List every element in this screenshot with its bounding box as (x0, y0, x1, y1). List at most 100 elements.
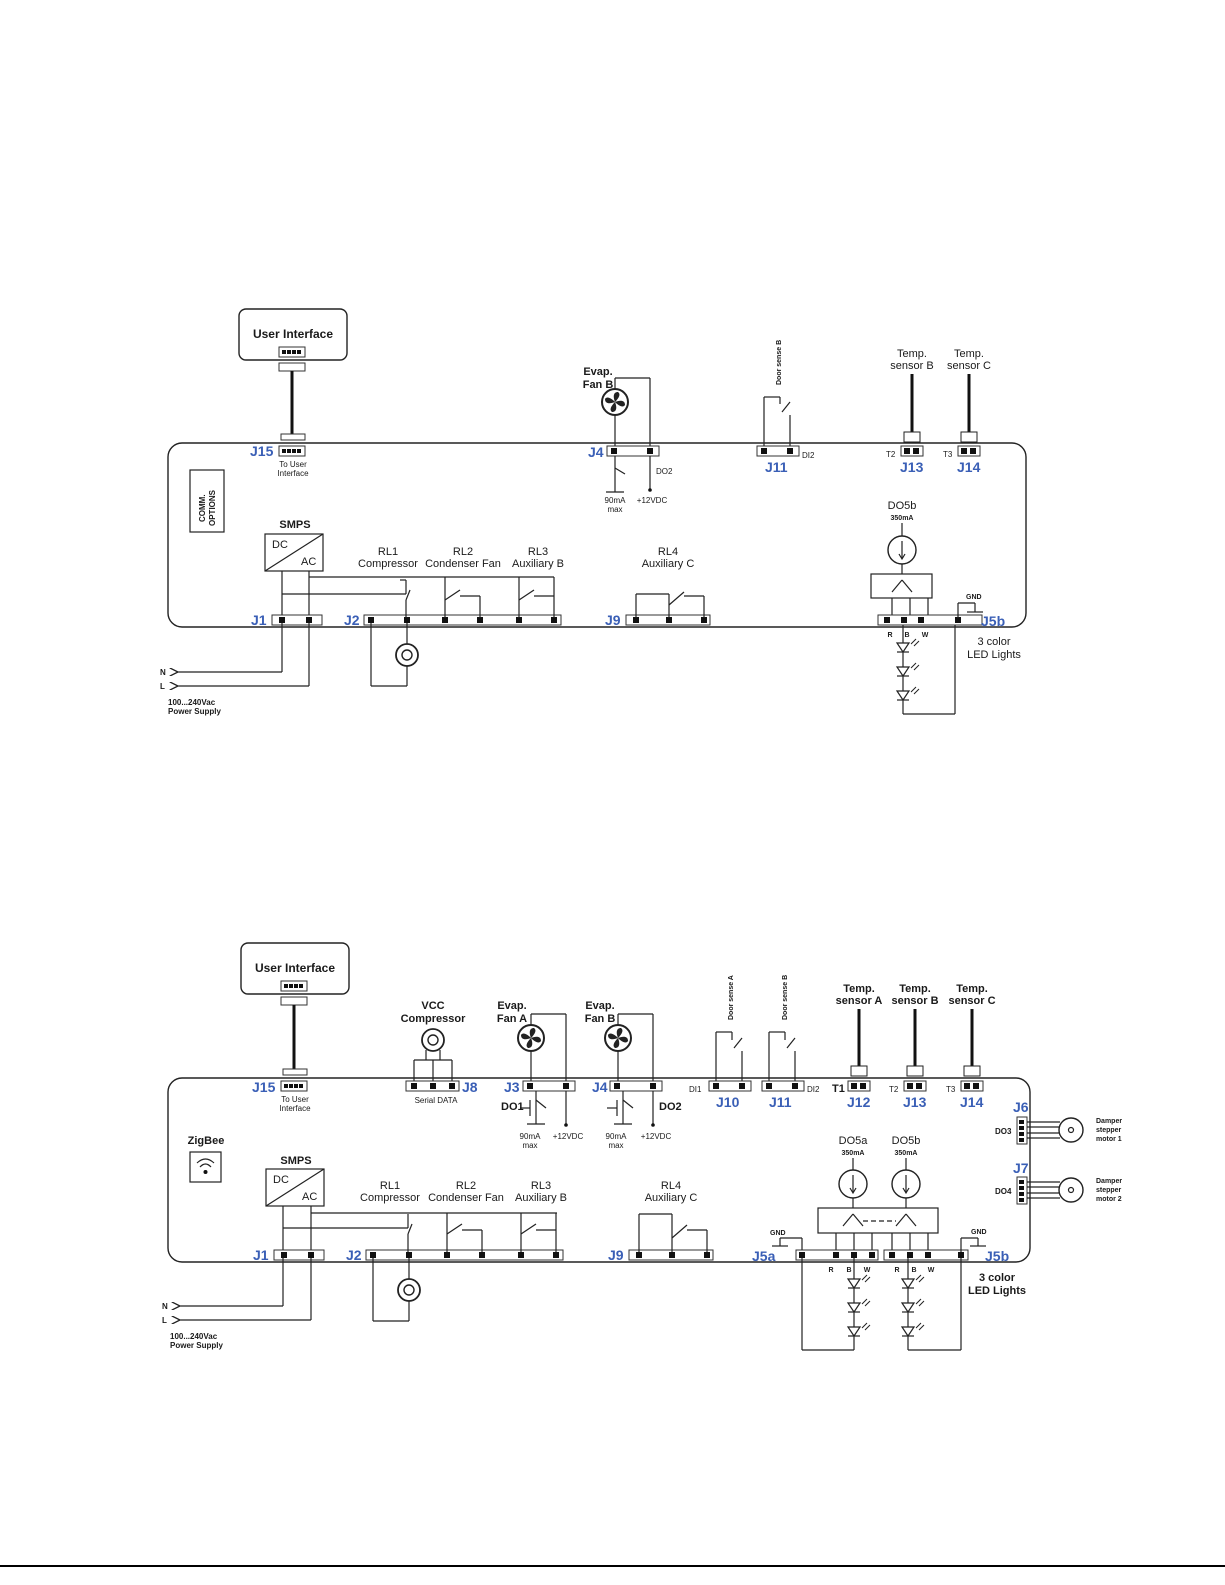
zigbee-label: ZigBee (188, 1135, 225, 1147)
page-bottom-rule (0, 1565, 1225, 1567)
j7-label: J7 (1013, 1160, 1029, 1176)
ma350-b: 350mA (895, 1150, 918, 1157)
rl1-label: RL1 (378, 546, 398, 558)
evap-fan-a-1: Evap. (497, 1000, 526, 1012)
current-source-icon (887, 535, 917, 565)
ma350-a: 350mA (842, 1150, 865, 1157)
j2-label-2: J2 (346, 1247, 362, 1263)
diagram-2: User Interface J15 To User Interface Zig… (162, 942, 1122, 1351)
damper1-2: stepper (1096, 1127, 1122, 1134)
led-b2-icon (901, 1298, 925, 1313)
controller-board (167, 442, 1027, 628)
rl3-name-2: Auxiliary B (515, 1192, 567, 1204)
led-w: W (922, 632, 929, 639)
j14-label-2: J14 (960, 1094, 984, 1110)
evap-fan-b-icon (601, 388, 629, 416)
j5b-label: J5b (981, 613, 1005, 629)
door-sense-b-label: Door sense B (776, 340, 783, 385)
v12-a: +12VDC (553, 1132, 584, 1141)
power-supply-label: Power Supply (168, 707, 221, 716)
j5a-label: J5a (752, 1248, 776, 1264)
led-lights-1: 3 color (977, 636, 1010, 648)
temp-c-label-1: Temp. (954, 348, 984, 360)
led-a1-icon (847, 1274, 871, 1289)
rl2-name: Condenser Fan (425, 558, 501, 570)
evap-fan-a-icon (517, 1024, 545, 1052)
led-b-b: B (911, 1267, 916, 1274)
j13-label: J13 (900, 459, 924, 475)
smps-label-2: SMPS (280, 1155, 311, 1167)
do2-label-2: DO2 (659, 1101, 682, 1113)
to-user-interface-1: To User (279, 460, 307, 469)
evap-fan-b-label-1: Evap. (583, 366, 612, 378)
temp-b-2-1: Temp. (899, 983, 931, 995)
gnd-a-label: GND (770, 1230, 786, 1237)
j14-label: J14 (957, 459, 981, 475)
t3-label: T3 (943, 450, 953, 459)
led-blue-icon (896, 662, 920, 677)
led-lights-2-2: LED Lights (968, 1285, 1026, 1297)
ma-max-2: max (607, 505, 622, 514)
do4-label: DO4 (995, 1187, 1012, 1196)
di1-label: DI1 (689, 1085, 702, 1094)
smps-ac: AC (301, 556, 316, 568)
power-voltage-2: 100...240Vac (170, 1332, 218, 1341)
door-sense-a-label: Door sense A (728, 975, 735, 1020)
evap-fan-a-2: Fan A (497, 1013, 527, 1025)
damper1-3: motor 1 (1096, 1136, 1122, 1143)
di2-label-2: DI2 (807, 1085, 820, 1094)
rl4-name: Auxiliary C (642, 558, 695, 570)
wifi-icon (196, 1158, 215, 1174)
temp-b-label-2: sensor B (890, 360, 933, 372)
smps-ac-2: AC (302, 1191, 317, 1203)
options-label: OPTIONS (208, 489, 217, 526)
rl4-label: RL4 (658, 546, 678, 558)
led-a3-icon (847, 1322, 871, 1337)
gnd-b-label: GND (971, 1229, 987, 1236)
damper2-2: stepper (1096, 1187, 1122, 1194)
current-source-b-icon (891, 1169, 921, 1199)
user-interface-box (238, 308, 348, 361)
led-b-w: W (928, 1267, 935, 1274)
j9-label-2: J9 (608, 1247, 624, 1263)
t2-label: T2 (886, 450, 896, 459)
comm-label: COMM. (198, 494, 207, 522)
to-user-interface-2: Interface (277, 469, 309, 478)
ma350-label: 350mA (891, 515, 914, 522)
led-lights-2: LED Lights (967, 649, 1021, 661)
user-interface-label: User Interface (253, 327, 333, 341)
j15-label: J15 (250, 443, 274, 459)
rl1-label-2: RL1 (380, 1180, 400, 1192)
led-a-w: W (864, 1267, 871, 1274)
ma-max-b-1: 90mA (606, 1132, 628, 1141)
temp-b-label-1: Temp. (897, 348, 927, 360)
n-label-2: N (162, 1302, 168, 1311)
door-sense-b-label-2: Door sense B (782, 975, 789, 1020)
t1-label: T1 (832, 1083, 845, 1095)
smps-dc: DC (272, 539, 288, 551)
power-supply-label-2: Power Supply (170, 1341, 223, 1350)
j4-label-2: J4 (592, 1079, 608, 1095)
do5b-label-2: DO5b (892, 1135, 921, 1147)
j15-label-2: J15 (252, 1079, 276, 1095)
ma-max-a-1: 90mA (520, 1132, 542, 1141)
damper2-3: motor 2 (1096, 1196, 1122, 1203)
comm-options-box (189, 469, 225, 533)
j4-label: J4 (588, 444, 604, 460)
rl3-label: RL3 (528, 546, 548, 558)
temp-a-1: Temp. (843, 983, 875, 995)
led-b: B (904, 632, 909, 639)
evap-fan-b-2-2: Fan B (585, 1013, 616, 1025)
t3-label-2: T3 (946, 1085, 956, 1094)
l-label: L (160, 682, 165, 691)
rl4-label-2: RL4 (661, 1180, 681, 1192)
led-switch-box-2 (817, 1207, 939, 1234)
j2-label: J2 (344, 612, 360, 628)
gnd-label: GND (966, 594, 982, 601)
power-voltage: 100...240Vac (168, 698, 216, 707)
do5b-label: DO5b (888, 500, 917, 512)
led-b-r: R (894, 1267, 899, 1274)
zigbee-box (189, 1151, 222, 1183)
controller-board-2 (167, 1077, 1031, 1263)
led-switch-box (870, 573, 933, 599)
